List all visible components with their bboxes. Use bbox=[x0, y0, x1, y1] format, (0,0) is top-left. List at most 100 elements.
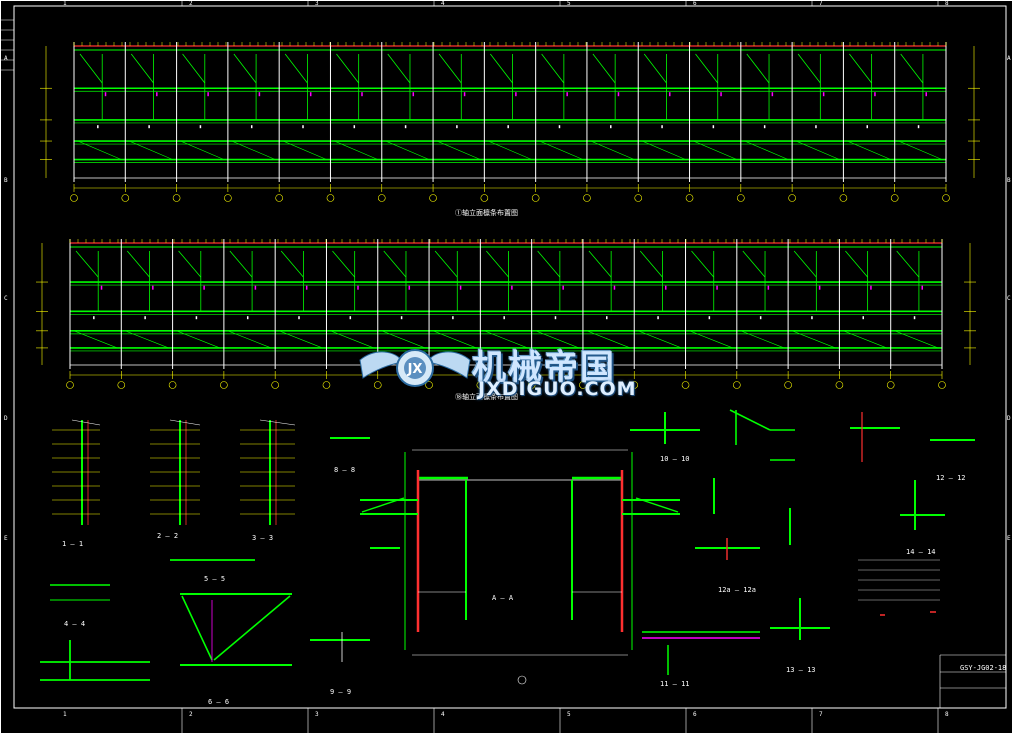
brace bbox=[283, 140, 327, 160]
section-9-9-label: 9 — 9 bbox=[330, 688, 352, 696]
sag-rod bbox=[383, 250, 407, 278]
row-mark: C bbox=[4, 295, 8, 302]
section-outline bbox=[259, 419, 296, 426]
elevation-1 bbox=[40, 42, 980, 202]
annotation-mark bbox=[199, 125, 202, 129]
axis-bubble bbox=[220, 381, 228, 389]
annotation-mark bbox=[195, 316, 198, 320]
axis-bubble bbox=[476, 381, 485, 389]
annotation-mark bbox=[917, 125, 920, 129]
annotation-mark bbox=[554, 316, 557, 320]
annotation-mark bbox=[610, 125, 612, 129]
annotation-mark bbox=[404, 125, 407, 129]
section-12-12-label: 12 — 12 bbox=[936, 474, 966, 482]
brace bbox=[484, 330, 528, 349]
sag-rod bbox=[588, 250, 612, 278]
brace bbox=[231, 140, 276, 160]
axis-bubble bbox=[326, 194, 335, 202]
annotation-mark bbox=[507, 125, 509, 129]
row-mark: E bbox=[4, 535, 8, 542]
sag-rod bbox=[75, 250, 99, 278]
brace bbox=[792, 330, 836, 349]
annotation-mark bbox=[349, 316, 352, 320]
annotation-mark bbox=[708, 316, 711, 320]
watermark-brand-cn: 机械帝国 bbox=[472, 348, 616, 388]
annotation-mark bbox=[408, 285, 411, 290]
column-mark: 5 bbox=[567, 711, 571, 718]
annotation-mark bbox=[503, 316, 505, 320]
annotation-mark bbox=[400, 316, 403, 320]
annotation-mark bbox=[661, 125, 663, 129]
axis-bubble bbox=[681, 381, 690, 389]
column-mark: 6 bbox=[693, 0, 697, 7]
section-1-1-label: 1 — 1 bbox=[62, 540, 84, 548]
sag-rod bbox=[332, 250, 355, 278]
row-mark: E bbox=[1007, 535, 1011, 542]
annotation-mark bbox=[456, 125, 458, 129]
brace bbox=[847, 140, 891, 160]
brace bbox=[381, 330, 426, 349]
brace bbox=[795, 140, 840, 160]
annotation-mark bbox=[767, 285, 770, 290]
sag-rod bbox=[233, 53, 257, 84]
axis-bubble bbox=[66, 381, 74, 389]
annotation-mark bbox=[93, 316, 95, 320]
axis-bubble bbox=[737, 194, 745, 202]
annotation-mark bbox=[866, 125, 868, 129]
brace bbox=[843, 330, 887, 349]
bracket bbox=[361, 497, 405, 513]
annotation-mark bbox=[412, 92, 415, 97]
annotation-mark bbox=[921, 285, 923, 290]
annotation-mark bbox=[357, 285, 359, 290]
column-mark: 4 bbox=[441, 0, 445, 7]
sag-rod bbox=[182, 53, 206, 84]
sag-rod bbox=[592, 53, 616, 84]
brace bbox=[125, 330, 169, 349]
sag-rod bbox=[900, 53, 924, 84]
annotation-mark bbox=[152, 285, 154, 290]
sag-rod bbox=[336, 53, 359, 84]
column-mark: 1 bbox=[63, 0, 67, 7]
annotation-mark bbox=[148, 125, 150, 129]
column-mark: 2 bbox=[189, 0, 193, 7]
annotation-mark bbox=[258, 92, 261, 97]
brace bbox=[227, 330, 272, 349]
elevation-2 bbox=[36, 239, 976, 389]
annotation-mark bbox=[302, 125, 304, 129]
column-mark: 6 bbox=[693, 711, 697, 718]
axis-bubble bbox=[890, 194, 899, 202]
annotation-mark bbox=[669, 92, 671, 97]
sag-rod bbox=[691, 250, 715, 278]
sag-rod bbox=[845, 250, 868, 278]
annotation-mark bbox=[815, 125, 817, 129]
svg-text:JX: JX bbox=[407, 362, 423, 377]
sag-rod bbox=[486, 250, 509, 278]
sag-rod bbox=[742, 250, 766, 278]
sag-rod bbox=[178, 250, 202, 278]
column-mark: 4 bbox=[441, 711, 445, 718]
axis-bubble bbox=[70, 194, 78, 202]
annotation-mark bbox=[606, 316, 608, 320]
axis-bubble bbox=[121, 194, 130, 202]
brace bbox=[535, 330, 580, 349]
brace bbox=[590, 140, 635, 160]
section-13-13-label: 13 — 13 bbox=[786, 666, 816, 674]
row-mark: B bbox=[4, 177, 8, 184]
brace bbox=[740, 330, 785, 349]
bracket bbox=[635, 497, 679, 513]
drawing-number: GSY-JG02-18 bbox=[960, 664, 1007, 672]
annotation-mark bbox=[617, 92, 620, 97]
sag-rod bbox=[537, 250, 561, 278]
axis-bubble bbox=[275, 194, 283, 202]
column-mark: 2 bbox=[189, 711, 193, 718]
annotation-mark bbox=[207, 92, 209, 97]
sag-rod bbox=[849, 53, 872, 84]
annotation-mark bbox=[657, 316, 659, 320]
brace bbox=[77, 140, 122, 160]
section-12a-12a-label: 12a — 12a bbox=[718, 586, 756, 594]
section-outline bbox=[71, 419, 101, 426]
column-mark: 8 bbox=[945, 0, 949, 7]
axis-bubble bbox=[733, 381, 741, 389]
annotation-mark bbox=[305, 285, 308, 290]
annotation-mark bbox=[716, 285, 718, 290]
